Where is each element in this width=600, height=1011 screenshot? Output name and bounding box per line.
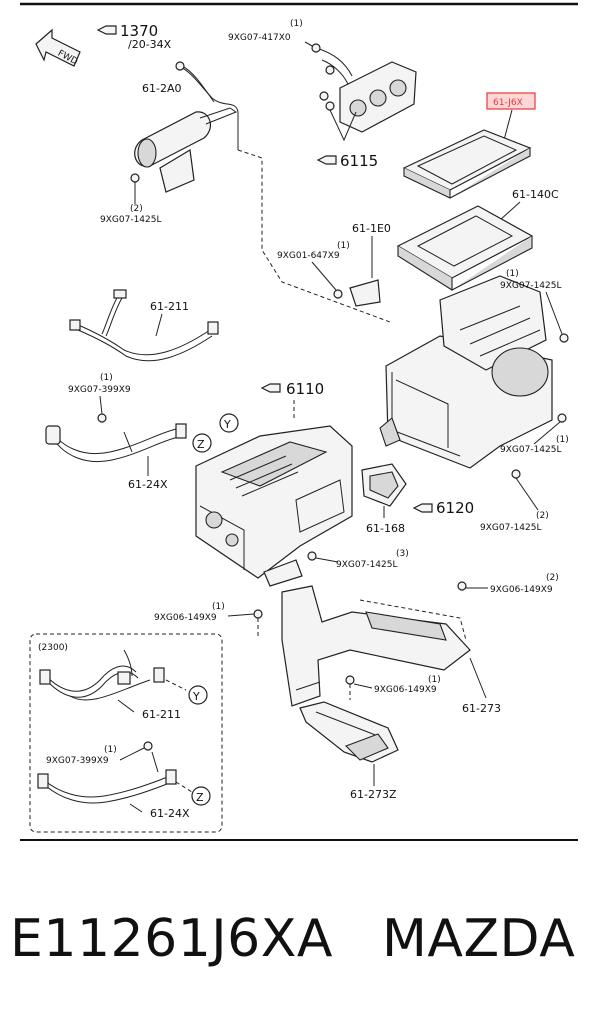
bolt-1425l-a: 9XG07-1425L xyxy=(100,215,161,225)
bolt-1425l-e: 9XG07-1425L xyxy=(336,560,397,570)
bolt-149x9-c: 9XG06-149X9 xyxy=(374,685,437,695)
bolt-1425l-c: 9XG07-1425L xyxy=(500,445,561,455)
part-61-24x-a: 61-24X xyxy=(128,478,168,491)
cabin-air-filter xyxy=(402,129,532,199)
bolt-399x9-b: 9XG07-399X9 xyxy=(46,756,109,766)
bolt-149x9-b: 9XG06-149X9 xyxy=(154,613,217,623)
screw-icon xyxy=(143,741,153,751)
line-fitting xyxy=(175,61,185,71)
qty-1-g: (1) xyxy=(428,675,441,685)
bolt-icon xyxy=(307,551,317,561)
qty-2-c: (2) xyxy=(546,573,559,583)
part-61-j6x: 61-J6X xyxy=(493,98,523,108)
receiver-drier xyxy=(134,107,238,193)
floor-duct-front xyxy=(299,701,399,763)
blower-unit xyxy=(379,275,553,469)
fwd-arrow-icon: FWD xyxy=(35,28,81,67)
bolt-149x9-a: 9XG06-149X9 xyxy=(490,585,553,595)
screw-icon xyxy=(333,289,343,299)
bolt-647x9: 9XG01-647X9 xyxy=(277,251,340,261)
part-number-caption: E11261J6XA xyxy=(10,909,333,969)
ref-circle-y xyxy=(219,413,239,433)
ref-6120: 6120 xyxy=(436,499,474,517)
ref-1370: 1370 xyxy=(120,22,158,40)
qty-1-h: (1) xyxy=(104,745,117,755)
hand-pointer-icon xyxy=(260,383,281,393)
inset-box xyxy=(29,633,223,833)
screw-icon xyxy=(457,581,467,591)
qty-2-b: (2) xyxy=(536,511,549,521)
ref-y-b: Y xyxy=(192,690,200,703)
brand-caption: MAZDA xyxy=(382,909,575,969)
qty-1-f: (1) xyxy=(212,602,225,612)
screw-icon xyxy=(325,101,335,111)
screw-icon xyxy=(325,65,335,75)
qty-1-d: (1) xyxy=(100,373,113,383)
bolt-399x9-a: 9XG07-399X9 xyxy=(68,385,131,395)
refrigerant-line-upper xyxy=(177,65,239,150)
qty-1-e: (1) xyxy=(556,435,569,445)
qty-1-a: (1) xyxy=(290,19,303,29)
heater-hose-lower-alt xyxy=(37,751,177,804)
bolt-icon xyxy=(557,413,567,423)
ref-z-b: Z xyxy=(196,791,204,804)
heater-hose-lower xyxy=(45,423,187,463)
bracket xyxy=(349,279,381,307)
qty-2-a: (2) xyxy=(130,204,143,214)
ref-6115: 6115 xyxy=(340,152,378,170)
bolt-1425l-b: 9XG07-1425L xyxy=(500,281,561,291)
part-61-211-a: 61-211 xyxy=(150,300,189,313)
hand-pointer-icon xyxy=(316,155,337,165)
screw-icon xyxy=(97,413,107,423)
ref-z-a: Z xyxy=(197,438,205,451)
heater-unit xyxy=(195,425,353,587)
bolt-icon xyxy=(130,173,140,183)
part-61-24x-b: 61-24X xyxy=(150,807,190,820)
part-61-211-b: 61-211 xyxy=(142,708,181,721)
screw-icon xyxy=(319,91,329,101)
ref-circle-z xyxy=(192,433,212,453)
ref-6110: 6110 xyxy=(286,380,324,398)
screw-icon xyxy=(253,609,263,619)
part-61-2a0: 61-2A0 xyxy=(142,82,182,95)
part-61-168: 61-168 xyxy=(366,522,405,535)
ref-circle-y xyxy=(188,685,208,705)
hand-pointer-icon xyxy=(96,25,117,35)
hand-pointer-icon xyxy=(412,503,433,513)
highlight-box xyxy=(486,92,536,110)
qty-1-b: (1) xyxy=(337,241,350,251)
heater-hose-upper-alt xyxy=(39,649,165,701)
qty-3: (3) xyxy=(396,549,409,559)
part-61-140c: 61-140C xyxy=(512,188,559,201)
filter-cover xyxy=(396,205,534,291)
part-61-1e0: 61-1E0 xyxy=(352,222,391,235)
duct-seal xyxy=(361,463,407,507)
bolt-icon xyxy=(511,469,521,479)
part-61-273z: 61-273Z xyxy=(350,788,397,801)
floor-duct-rear xyxy=(281,585,471,707)
heater-hose-upper xyxy=(69,289,219,362)
bolt-417x0: 9XG07-417X0 xyxy=(228,33,291,43)
climate-control-panel xyxy=(315,47,417,133)
ref-circle-z xyxy=(191,786,211,806)
bolt-1425l-d: 9XG07-1425L xyxy=(480,523,541,533)
dim-20-34x: /20-34X xyxy=(128,38,172,51)
screw-icon xyxy=(345,675,355,685)
bolt-icon xyxy=(559,333,569,343)
screw-icon xyxy=(311,43,321,53)
ref-2300: (2300) xyxy=(38,643,68,653)
qty-1-c: (1) xyxy=(506,269,519,279)
part-61-273: 61-273 xyxy=(462,702,501,715)
ref-y-a: Y xyxy=(223,418,231,431)
